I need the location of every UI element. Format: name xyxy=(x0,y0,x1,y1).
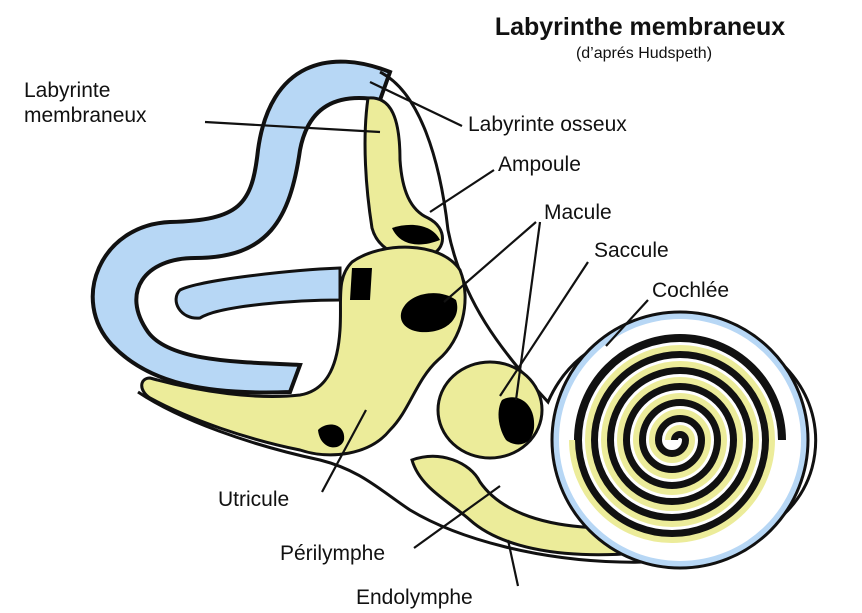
label-labyrinte-osseux: Labyrinte osseux xyxy=(468,113,627,136)
diagram-title: Labyrinthe membraneux xyxy=(495,13,785,41)
lateral-canal xyxy=(176,268,340,318)
label-saccule: Saccule xyxy=(594,239,669,262)
crista-lateral xyxy=(350,268,372,300)
diagram-subtitle: (d’aprés Hudspeth) xyxy=(576,45,712,62)
label-perilymphe: Périlymphe xyxy=(280,542,385,565)
label-utricule: Utricule xyxy=(218,488,289,511)
label-labyrinte-membraneux-2: membraneux xyxy=(24,104,147,127)
leader-endolymphe xyxy=(508,540,518,586)
label-labyrinte-membraneux-1: Labyrinte xyxy=(24,79,110,102)
label-ampoule: Ampoule xyxy=(498,153,581,176)
label-cochlee: Cochlée xyxy=(652,279,729,302)
label-macule: Macule xyxy=(544,201,612,224)
label-endolymphe: Endolymphe xyxy=(356,586,473,609)
cochlea xyxy=(552,312,808,568)
leader-macule-2 xyxy=(516,222,540,400)
